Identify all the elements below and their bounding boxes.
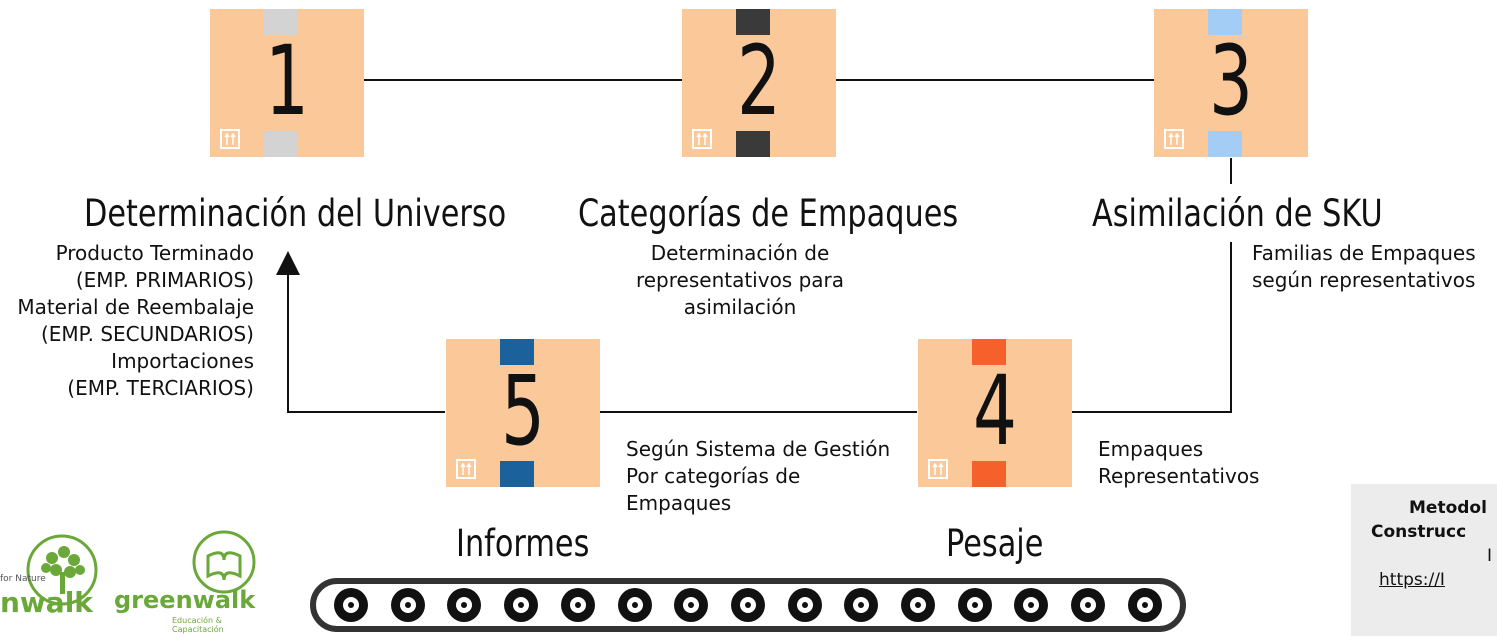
this-side-up-icon bbox=[456, 459, 476, 479]
tree-logo-icon bbox=[26, 534, 98, 606]
this-side-up-icon bbox=[1164, 129, 1184, 149]
step-number: 3 bbox=[1209, 25, 1253, 137]
tape-bottom bbox=[736, 131, 770, 157]
description-line: Importaciones bbox=[111, 349, 254, 373]
tape-bottom bbox=[264, 131, 298, 157]
connector-4-3 bbox=[1072, 411, 1232, 413]
description-line: (EMP. PRIMARIOS) bbox=[75, 268, 254, 292]
description-line: según representativos bbox=[1252, 268, 1476, 292]
greenwalk-nature-logo: for Nature nwalk bbox=[0, 524, 106, 636]
roller-icon bbox=[390, 588, 425, 622]
logo-name: greenwalk bbox=[114, 586, 256, 614]
roller-icon bbox=[901, 588, 936, 622]
roller-icon bbox=[1071, 588, 1106, 622]
tape-top bbox=[736, 9, 770, 35]
logo-tagline: Educación & Capacitación bbox=[172, 616, 224, 634]
step-1-title: Determinación del Universo bbox=[84, 192, 507, 235]
description-line: Producto Terminado bbox=[55, 241, 254, 265]
tape-top bbox=[1208, 9, 1242, 35]
description-line: Determinación de bbox=[650, 241, 830, 265]
step-2-title: Categorías de Empaques bbox=[578, 192, 959, 235]
roller-icon bbox=[787, 588, 822, 622]
step-1-description: Producto Terminado (EMP. PRIMARIOS) Mate… bbox=[17, 240, 254, 402]
step-number: 1 bbox=[265, 25, 309, 137]
step-3-box: 3 bbox=[1154, 9, 1308, 157]
step-2-description: Determinación de representativos para as… bbox=[610, 240, 870, 321]
connector-up bbox=[287, 272, 289, 413]
roller-icon bbox=[844, 588, 879, 622]
description-line: Empaques bbox=[1098, 437, 1204, 461]
description-line: Según Sistema de Gestión bbox=[626, 437, 891, 461]
reference-link[interactable]: https://I bbox=[1379, 570, 1445, 590]
description-line: representativos para bbox=[635, 268, 845, 292]
this-side-up-icon bbox=[220, 129, 240, 149]
step-3-title: Asimilación de SKU bbox=[1092, 192, 1383, 235]
conveyor-belt bbox=[310, 578, 1186, 632]
step-3-description: Familias de Empaques según representativ… bbox=[1252, 240, 1476, 294]
reference-line: I bbox=[1487, 546, 1493, 566]
description-line: Material de Reembalaje bbox=[17, 295, 254, 319]
description-line: (EMP. TERCIARIOS) bbox=[67, 376, 254, 400]
description-line: Familias de Empaques bbox=[1252, 241, 1476, 265]
roller-icon bbox=[1127, 588, 1162, 622]
arrow-up-icon bbox=[276, 251, 300, 275]
connector-5-left bbox=[287, 411, 445, 413]
greenwalk-education-logo: greenwalk Educación & Capacitación bbox=[112, 524, 262, 636]
this-side-up-icon bbox=[692, 129, 712, 149]
roller-icon bbox=[617, 588, 652, 622]
step-number: 4 bbox=[973, 355, 1017, 467]
roller-icon bbox=[447, 588, 482, 622]
step-number: 2 bbox=[737, 25, 781, 137]
connector-2-3 bbox=[836, 79, 1154, 81]
step-1-box: 1 bbox=[210, 9, 364, 157]
tape-top bbox=[500, 339, 534, 365]
tape-bottom bbox=[500, 461, 534, 487]
step-4-description: Empaques Representativos bbox=[1098, 436, 1259, 490]
description-line: Por categorías de bbox=[626, 464, 801, 488]
description-line: asimilación bbox=[683, 295, 797, 319]
description-line: (EMP. SECUNDARIOS) bbox=[40, 322, 254, 346]
tape-top bbox=[972, 339, 1006, 365]
step-5-title: Informes bbox=[456, 522, 590, 565]
tape-top bbox=[264, 9, 298, 35]
roller-icon bbox=[730, 588, 765, 622]
step-5-description: Según Sistema de Gestión Por categorías … bbox=[626, 436, 890, 517]
connector-1-2 bbox=[364, 79, 682, 81]
roller-icon bbox=[334, 588, 368, 622]
roller-icon bbox=[957, 588, 992, 622]
reference-line: Construcc bbox=[1371, 522, 1467, 542]
connector-3-down-lower bbox=[1230, 242, 1232, 413]
tape-bottom bbox=[972, 461, 1006, 487]
roller-icon bbox=[504, 588, 539, 622]
description-line: Representativos bbox=[1098, 464, 1260, 488]
roller-icon bbox=[560, 588, 595, 622]
tape-bottom bbox=[1208, 131, 1242, 157]
step-number: 5 bbox=[501, 355, 545, 467]
roller-icon bbox=[674, 588, 709, 622]
this-side-up-icon bbox=[928, 459, 948, 479]
book-logo-icon bbox=[192, 530, 256, 594]
description-line: Empaques bbox=[626, 491, 732, 515]
connector-3-down bbox=[1230, 158, 1232, 184]
step-4-box: 4 bbox=[918, 339, 1072, 487]
reference-line: Metodol bbox=[1409, 498, 1487, 518]
step-4-title: Pesaje bbox=[946, 522, 1044, 565]
logo-name: nwalk bbox=[0, 586, 93, 619]
step-2-box: 2 bbox=[682, 9, 836, 157]
connector-5-4 bbox=[599, 411, 917, 413]
logo-tagline: for Nature bbox=[0, 574, 46, 584]
reference-box: Metodol Construcc I https://I bbox=[1351, 484, 1497, 636]
step-5-box: 5 bbox=[446, 339, 600, 487]
roller-icon bbox=[1014, 588, 1049, 622]
